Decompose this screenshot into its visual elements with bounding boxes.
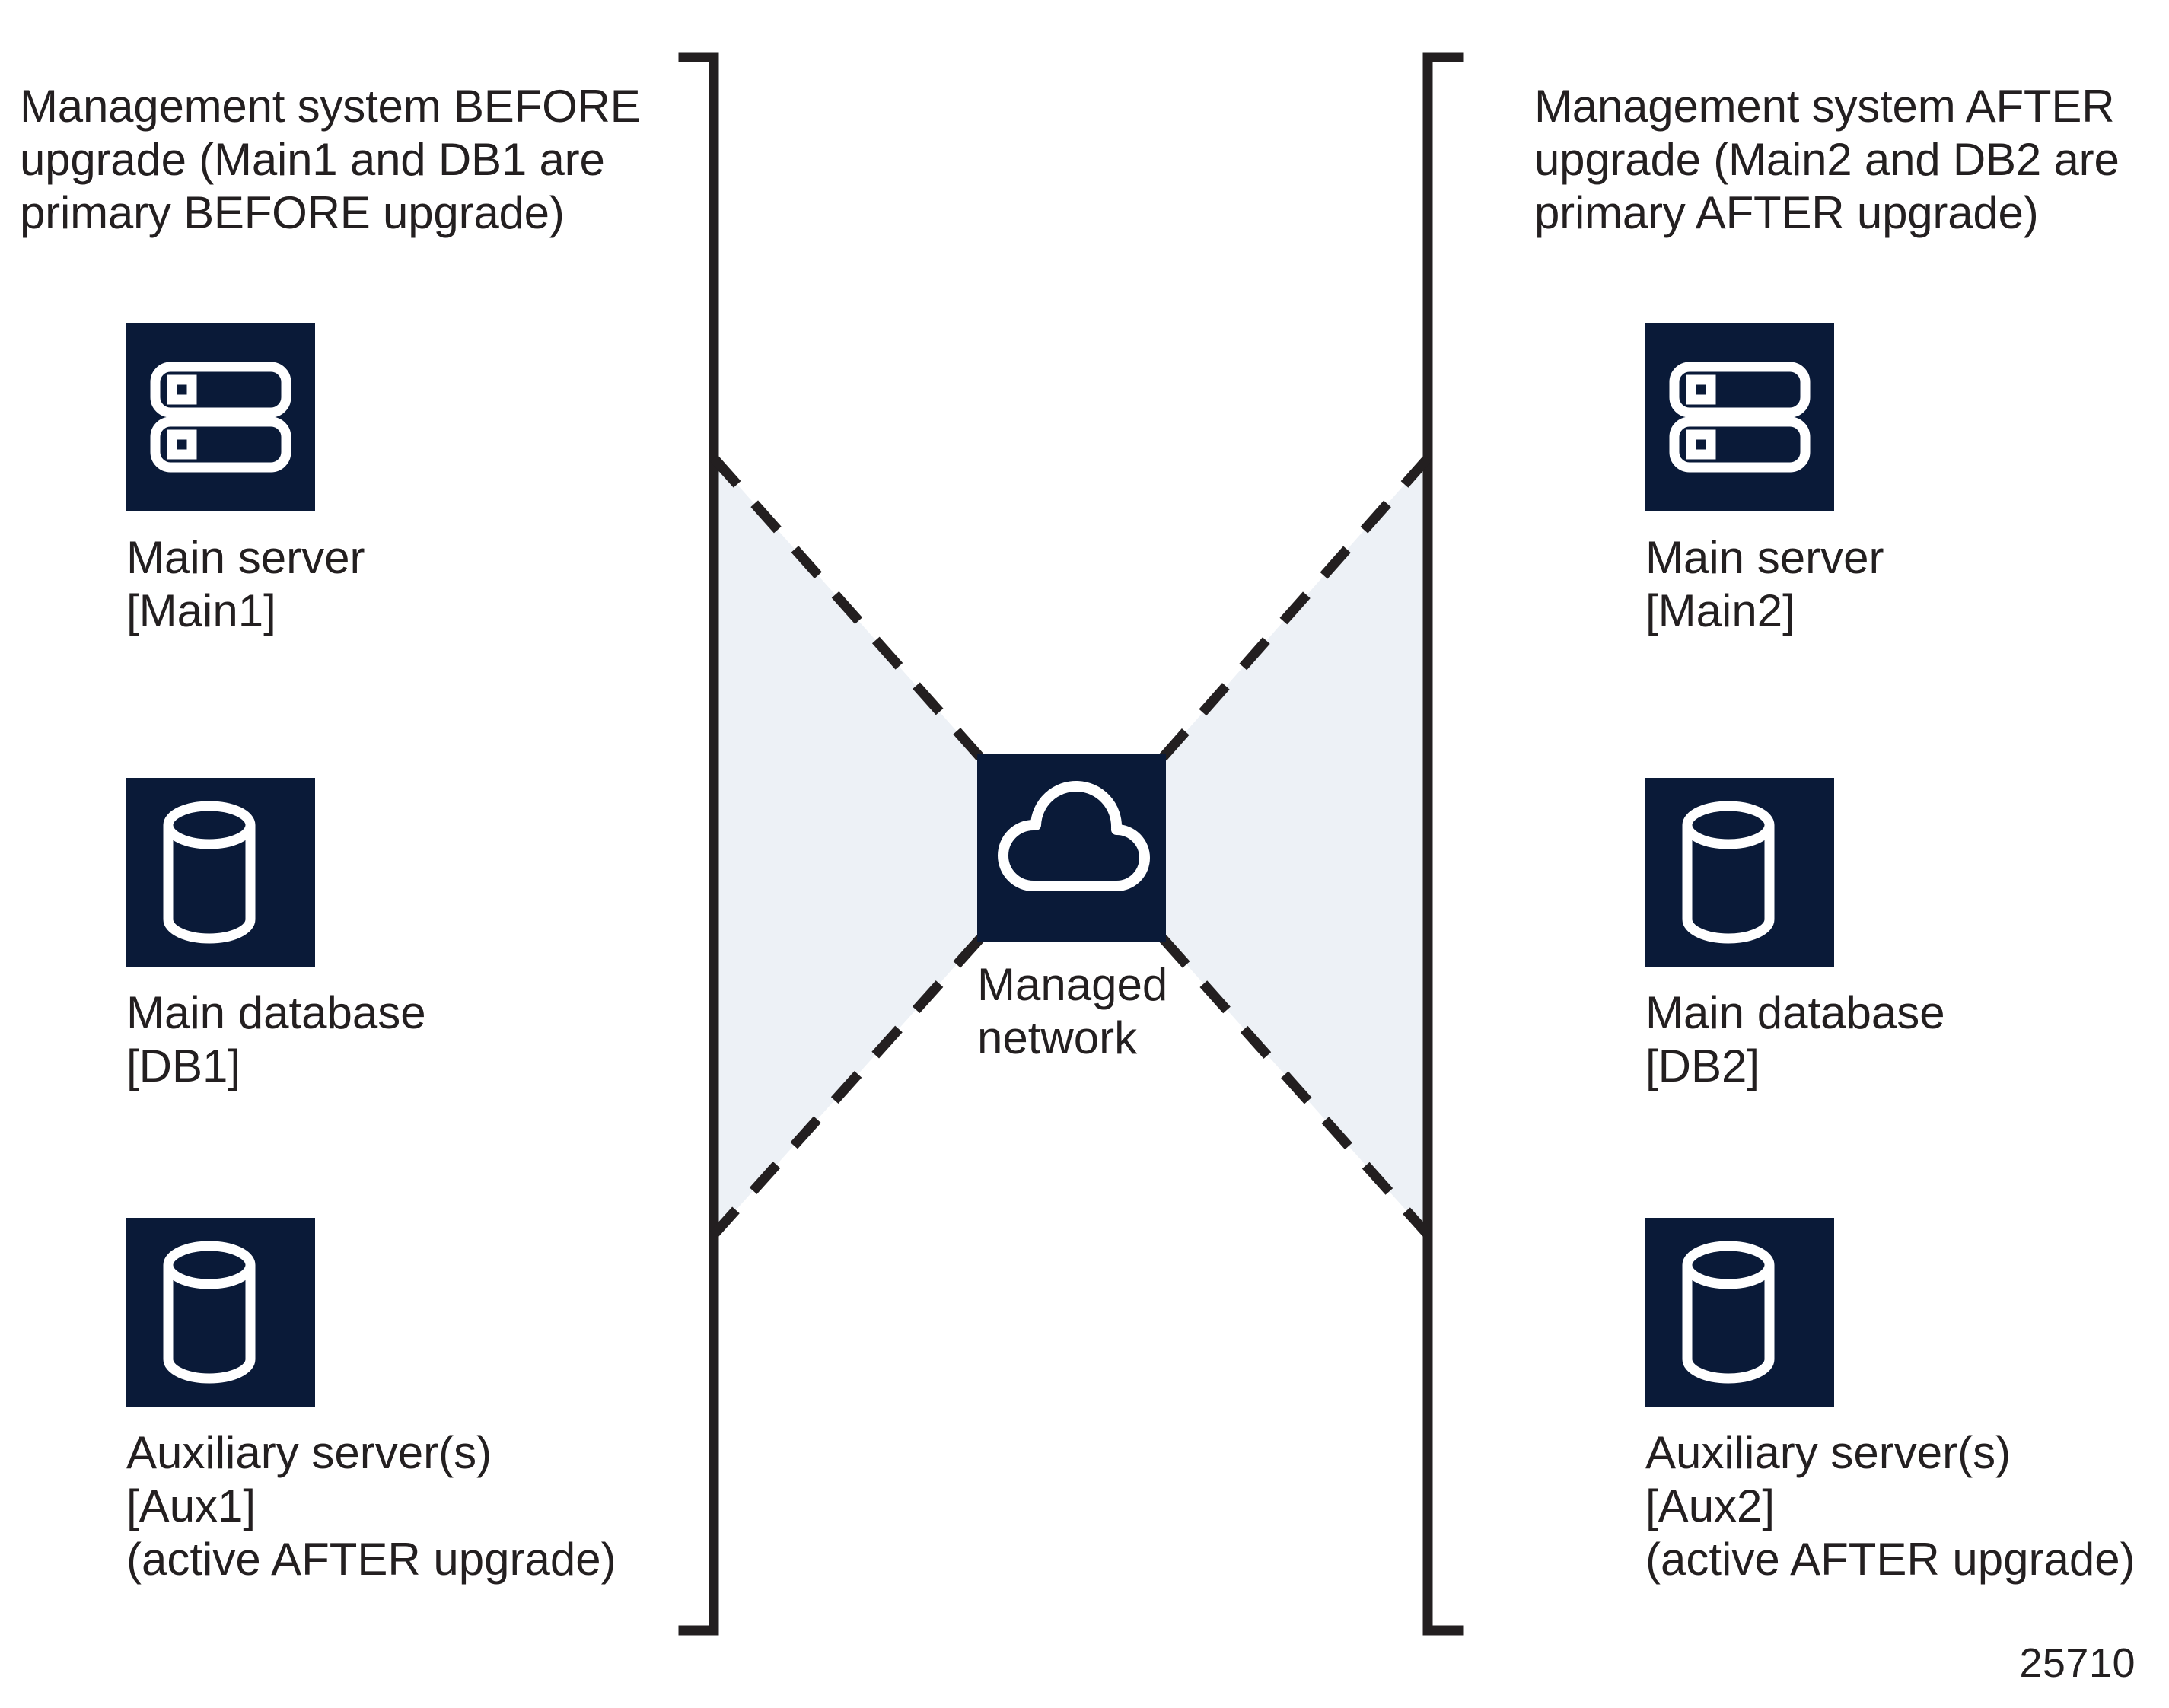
- shaded-region-right: [1166, 458, 1428, 1235]
- database-icon: [1645, 778, 1834, 967]
- bracket-left: [678, 52, 719, 1636]
- database-icon: [1645, 1218, 1834, 1407]
- node-label: Main server [Main2]: [1645, 532, 1884, 637]
- figure-number: 25710: [2019, 1640, 2136, 1686]
- database-icon: [126, 778, 315, 967]
- dashed-connector-bottom-left: [710, 935, 984, 1238]
- node-main-server-2: Main server [Main2]: [1645, 323, 1884, 638]
- shaded-region-left: [714, 458, 977, 1235]
- server-icon: [126, 323, 315, 511]
- group-heading-before: Management system BEFORE upgrade (Main1 …: [20, 81, 641, 239]
- node-label: Main database [DB1]: [126, 987, 426, 1092]
- node-label: Auxiliary server(s) [Aux1] (active AFTER…: [126, 1427, 616, 1585]
- server-icon: [1645, 323, 1834, 511]
- node-managed-network: Managed network: [977, 754, 1168, 1065]
- dashed-connector-top-left: [710, 454, 984, 761]
- node-main-server-1: Main server [Main1]: [126, 323, 365, 638]
- node-label: Main server [Main1]: [126, 532, 365, 637]
- node-main-database-2: Main database [DB2]: [1645, 778, 1945, 1093]
- group-heading-after: Management system AFTER upgrade (Main2 a…: [1534, 81, 2120, 239]
- database-icon: [126, 1218, 315, 1407]
- node-label: Auxiliary server(s) [Aux2] (active AFTER…: [1645, 1427, 2136, 1585]
- node-label: Managed network: [977, 959, 1168, 1064]
- node-auxiliary-server-2: Auxiliary server(s) [Aux2] (active AFTER…: [1645, 1218, 2136, 1587]
- node-auxiliary-server-1: Auxiliary server(s) [Aux1] (active AFTER…: [126, 1218, 616, 1587]
- node-label: Main database [DB2]: [1645, 987, 1945, 1092]
- bracket-right: [1422, 52, 1464, 1636]
- dashed-connector-top-right: [1159, 454, 1432, 761]
- cloud-icon: [977, 754, 1166, 942]
- dashed-connector-bottom-right: [1159, 935, 1432, 1238]
- node-main-database-1: Main database [DB1]: [126, 778, 426, 1093]
